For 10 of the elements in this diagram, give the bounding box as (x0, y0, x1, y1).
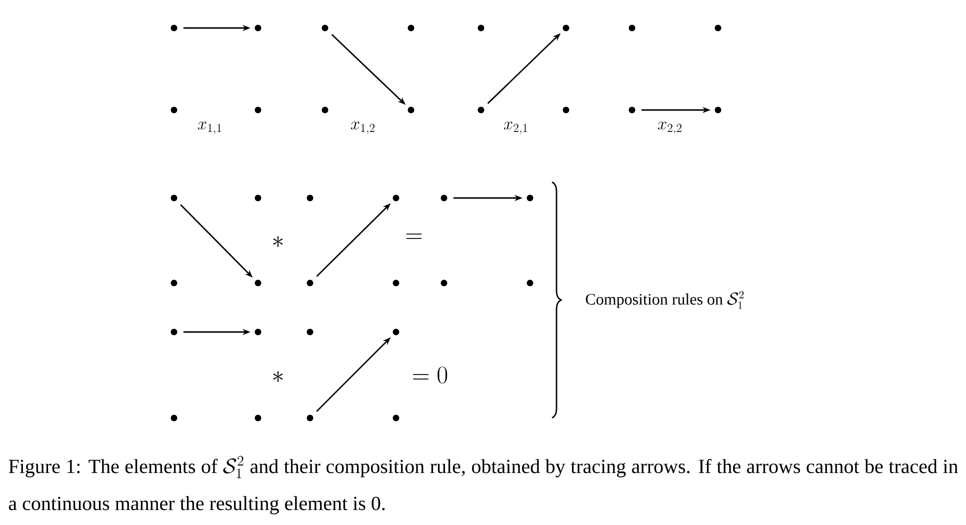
operator-symbol: $*$ (273, 371, 283, 382)
equals-sign: $= 0$ (413, 366, 448, 384)
operator-symbol: $*$ (273, 236, 283, 247)
element-label: $x_{1,2}$ (350, 122, 374, 134)
element-label: $x_{2,1}$ (504, 122, 528, 134)
element-label: $x_{2,2}$ (658, 122, 682, 134)
brace-label: $\text{Composition rules on }\mathcal{S}_1^2$ (586, 290, 744, 309)
element-label: $x_{1,1}$ (198, 122, 222, 134)
equals-sign: $=$ (406, 234, 422, 239)
caption: $\parbox[t]{\capwidth}{Figure 1: The elements of $\mathcal{S}_1^2$ and their composition rule, obtained by tracing arrows. If the arrows cannot be traced in a continuous manner the resulting element is 0.}$ (8, 456, 958, 514)
